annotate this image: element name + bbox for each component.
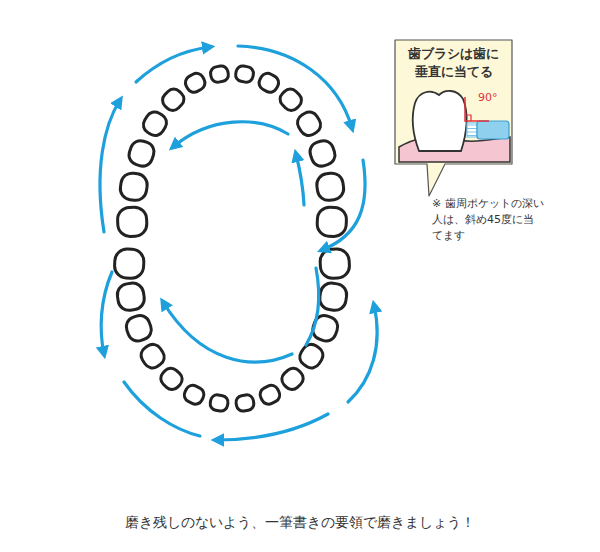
caption: 磨き残しのないよう、一筆書きの要領で磨きましょう！ xyxy=(0,514,600,532)
callout-outline xyxy=(395,40,512,196)
tooth xyxy=(320,249,350,279)
brush-arrow xyxy=(238,46,352,128)
tooth xyxy=(140,109,170,139)
bristles xyxy=(467,123,477,137)
brush-arrow xyxy=(100,100,120,232)
note-text: ※ 歯周ポケットの深い人は、斜め45度に当てます xyxy=(432,196,544,244)
brush-illustration xyxy=(399,91,510,162)
tooth xyxy=(235,65,255,83)
tooth xyxy=(126,138,156,169)
tooth xyxy=(182,383,206,407)
tooth xyxy=(277,86,305,114)
tooth xyxy=(258,383,282,407)
tooth xyxy=(138,341,168,371)
right-angle-mark xyxy=(465,115,471,121)
callout-shape xyxy=(393,38,514,200)
brush-arrow xyxy=(296,154,304,205)
tooth xyxy=(317,207,347,237)
brush-arrow xyxy=(101,272,112,354)
bristle-line xyxy=(467,128,477,129)
tooth xyxy=(294,109,324,139)
brush-arrow xyxy=(216,414,328,440)
tooth xyxy=(119,172,149,202)
bristle-line xyxy=(467,132,477,133)
brush-head xyxy=(477,121,509,139)
brush-arrow xyxy=(173,122,288,147)
tooth xyxy=(117,207,147,237)
brush-arrow xyxy=(322,160,365,250)
bristle-line xyxy=(467,125,477,126)
brush-arrow xyxy=(136,47,210,82)
tooth xyxy=(210,65,230,83)
tooth xyxy=(123,313,154,344)
bristle-line xyxy=(467,135,477,136)
tooth xyxy=(318,282,348,312)
brush-arrow xyxy=(163,302,292,362)
tooth xyxy=(279,365,307,393)
tooth xyxy=(116,282,146,312)
teeth-group xyxy=(114,65,350,412)
tooth xyxy=(209,394,229,412)
tooth xyxy=(114,249,144,279)
tooth xyxy=(307,138,337,169)
angle-label: 90° xyxy=(478,90,498,106)
tooth xyxy=(183,71,208,95)
tooth-side xyxy=(413,91,467,151)
callout-title: 歯ブラシは歯に 垂直に当てる xyxy=(406,45,502,81)
tooth xyxy=(315,172,345,202)
tooth xyxy=(235,394,255,412)
tooth xyxy=(296,341,326,371)
tooth xyxy=(157,365,185,393)
tooth xyxy=(256,71,281,95)
tooth xyxy=(159,86,187,114)
brush-arrow xyxy=(124,382,200,436)
brush-arrow xyxy=(306,268,319,345)
brushing-arrows xyxy=(100,46,377,440)
brush-arrow xyxy=(348,305,377,402)
